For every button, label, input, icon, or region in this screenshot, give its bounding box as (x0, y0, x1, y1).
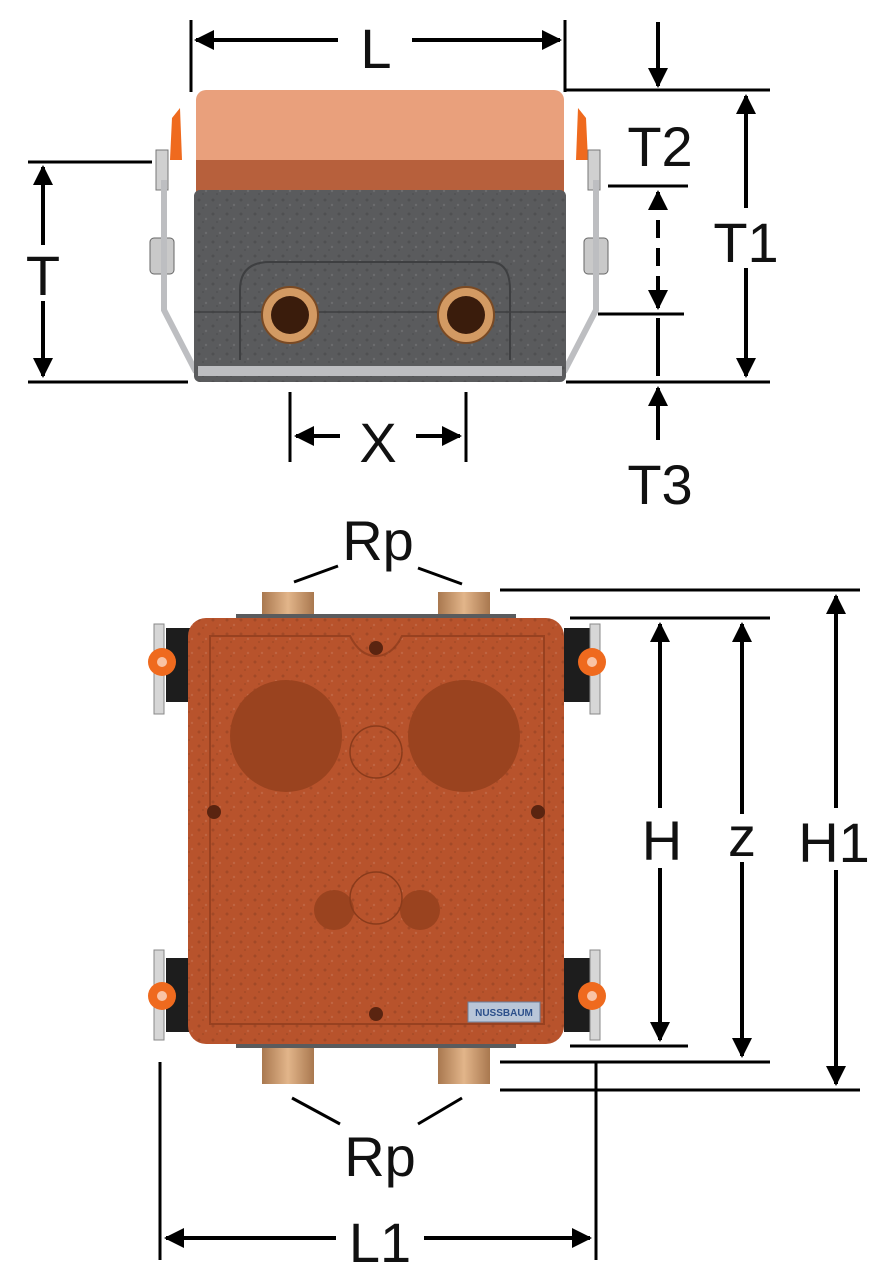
dimension-z: z (720, 622, 764, 1058)
dimension-L1: L1 (158, 1062, 598, 1274)
callout-Rp-bottom: Rp (291, 1096, 463, 1188)
small-knockout-left (314, 890, 354, 930)
large-knockout-left (230, 680, 342, 792)
dimension-T2: T2 (627, 22, 693, 178)
small-knockout-right (400, 890, 440, 930)
label-T: T (26, 244, 60, 307)
label-T1: T1 (713, 211, 778, 274)
label-Rp-top: Rp (342, 509, 414, 572)
label-Rp-bottom: Rp (344, 1125, 416, 1188)
right-port-fitting (437, 286, 495, 344)
clamp-bottom-right (564, 949, 606, 1041)
dimension-X: X (288, 392, 468, 474)
clamp-top-right (564, 623, 606, 715)
label-L: L (360, 17, 391, 80)
label-H1: H1 (798, 811, 870, 874)
brand-label: NUSSBAUM (467, 1001, 541, 1023)
clamp-bottom-left (148, 949, 192, 1041)
label-X: X (359, 411, 396, 474)
left-port-fitting (261, 286, 319, 344)
dimension-T1: T1 (713, 94, 779, 378)
top-view: L T T2 T1 (22, 17, 779, 516)
cover-top (196, 90, 564, 170)
label-L1: L1 (349, 1211, 411, 1274)
bottom-left-fitting (262, 1044, 314, 1084)
label-T3: T3 (627, 453, 692, 516)
label-T2: T2 (627, 115, 692, 178)
front-view: NUSSBAUM Rp Rp H z (148, 509, 872, 1274)
bottom-right-fitting (438, 1044, 490, 1084)
left-mounting-bracket (149, 108, 199, 374)
label-z: z (728, 805, 756, 868)
dimension-T: T (22, 160, 188, 384)
label-H: H (642, 809, 682, 872)
large-knockout-right (408, 680, 520, 792)
right-mounting-bracket (561, 108, 609, 374)
dimension-H1: H1 (798, 594, 872, 1086)
callout-Rp-top: Rp (293, 509, 463, 586)
cover-rim (196, 160, 564, 192)
dimension-T3: T3 (627, 318, 693, 516)
brand-text: NUSSBAUM (475, 1008, 533, 1019)
clamp-top-left (148, 623, 192, 715)
bracket-base (198, 366, 562, 376)
dimension-H: H (634, 622, 686, 1042)
dimension-L: L (189, 17, 567, 92)
